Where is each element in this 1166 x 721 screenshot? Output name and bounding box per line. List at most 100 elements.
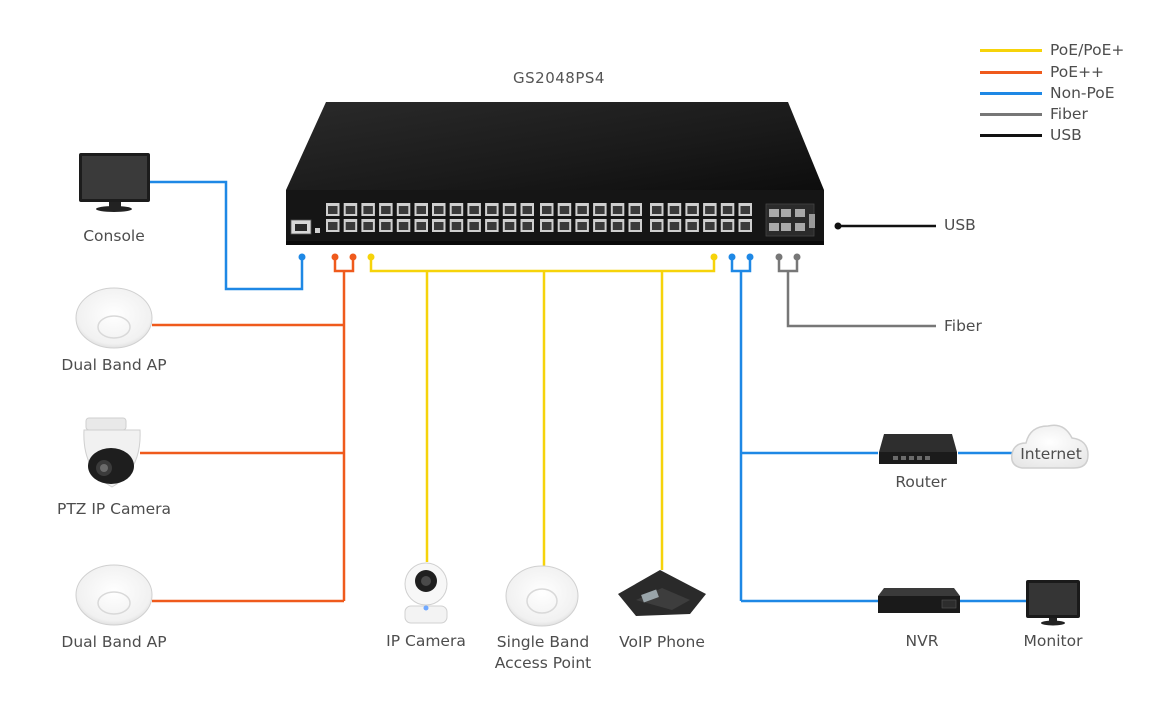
rj45-port-socket — [559, 222, 570, 230]
rj45-port-socket — [669, 222, 680, 230]
rj45-port-socket — [381, 222, 391, 230]
dual-band-ap-label: Dual Band AP — [61, 356, 167, 374]
rj45-port-socket — [740, 206, 750, 214]
port-dot — [710, 253, 718, 261]
rj45-port-socket — [398, 222, 409, 230]
monitor-label: Monitor — [1023, 632, 1083, 650]
rj45-port-socket — [363, 206, 373, 214]
rj45-port-socket — [487, 206, 497, 214]
rj45-port-socket — [705, 222, 715, 230]
port-dot — [775, 253, 783, 261]
rj45-port-socket — [522, 222, 532, 230]
console-label: Console — [83, 227, 145, 245]
ptz-camera-icon — [83, 417, 141, 488]
rj45-port-socket — [722, 206, 733, 214]
rj45-port-socket — [451, 222, 462, 230]
monitor-icon — [1026, 580, 1080, 626]
rj45-port-socket — [345, 222, 356, 230]
rj45-port-socket — [542, 222, 552, 230]
rj45-port-socket — [345, 206, 356, 214]
router-label: Router — [895, 473, 947, 491]
legend-item: PoE++ — [980, 62, 1104, 82]
rj45-port-socket — [398, 206, 409, 214]
rj45-port-socket — [595, 222, 605, 230]
internet-label: Internet — [1020, 445, 1082, 463]
port-dot — [793, 253, 801, 261]
access-point-icon — [505, 565, 579, 627]
legend-swatch — [980, 70, 1042, 74]
port-dot — [367, 253, 375, 261]
voip-phone-icon — [618, 570, 706, 616]
rj45-port-socket — [612, 222, 623, 230]
switch-icon — [286, 102, 824, 245]
rj45-port-socket — [434, 206, 444, 214]
legend-label: PoE/PoE+ — [1050, 41, 1125, 59]
nvr-icon — [878, 588, 960, 613]
rj45-port-socket — [705, 206, 715, 214]
rj45-port-socket — [740, 222, 750, 230]
legend-item: PoE/PoE+ — [980, 40, 1124, 60]
rj45-port-socket — [652, 206, 662, 214]
switch-ports — [326, 203, 752, 232]
non-poe-links — [730, 258, 1026, 603]
poe-plus-plus-links — [140, 258, 355, 603]
rj45-port-socket — [522, 206, 532, 214]
rj45-port-socket — [469, 222, 479, 230]
console-link — [150, 180, 304, 291]
rj45-port-socket — [577, 206, 587, 214]
switch-model-title: GS2048PS4 — [513, 69, 605, 87]
rj45-port-socket — [687, 222, 697, 230]
poe-links — [369, 258, 716, 570]
rj45-port-socket — [416, 206, 426, 214]
rj45-port-socket — [630, 206, 640, 214]
legend-item: Non-PoE — [980, 83, 1115, 103]
rj45-port-socket — [434, 222, 444, 230]
rj45-port-socket — [363, 222, 373, 230]
rj45-port-socket — [504, 222, 515, 230]
internet-cloud-icon — [1010, 424, 1089, 469]
legend-swatch — [980, 48, 1042, 52]
single-band-ap-label: Single Band Access Point — [494, 633, 592, 672]
rj45-port-socket — [687, 206, 697, 214]
rj45-port-socket — [612, 206, 623, 214]
rj45-port-socket — [381, 206, 391, 214]
port-dot — [746, 253, 754, 261]
ip-camera-icon — [404, 562, 448, 624]
rj45-port-socket — [722, 222, 733, 230]
rj45-port-socket — [559, 206, 570, 214]
dual-band-ap-label: Dual Band AP — [61, 633, 167, 651]
legend-label: Fiber — [1050, 105, 1088, 123]
usb-label: USB — [944, 216, 976, 234]
legend-label: PoE++ — [1050, 63, 1105, 81]
ptz-camera-label: PTZ IP Camera — [56, 500, 172, 518]
rj45-port-socket — [469, 206, 479, 214]
rj45-port-socket — [416, 222, 426, 230]
rj45-port-socket — [328, 206, 338, 214]
router-icon — [879, 434, 957, 464]
rj45-port-socket — [487, 222, 497, 230]
legend-label: Non-PoE — [1050, 84, 1115, 102]
rj45-port-socket — [451, 206, 462, 214]
rj45-port-socket — [504, 206, 515, 214]
port-dot — [298, 253, 306, 261]
ip-camera-label: IP Camera — [386, 632, 466, 650]
rj45-port-socket — [630, 222, 640, 230]
nvr-label: NVR — [905, 632, 939, 650]
rj45-port-socket — [595, 206, 605, 214]
console-monitor-icon — [79, 153, 150, 212]
rj45-port-socket — [542, 206, 552, 214]
legend-item: Fiber — [980, 104, 1088, 124]
rj45-port-socket — [669, 206, 680, 214]
legend-item: USB — [980, 125, 1082, 145]
port-dot — [349, 253, 357, 261]
rj45-port-socket — [328, 222, 338, 230]
port-dot — [834, 222, 842, 230]
legend-label: USB — [1050, 126, 1082, 144]
port-dot — [331, 253, 339, 261]
legend-swatch — [980, 112, 1042, 116]
fiber-link — [777, 258, 936, 328]
rj45-port-socket — [577, 222, 587, 230]
legend-swatch — [980, 133, 1042, 137]
